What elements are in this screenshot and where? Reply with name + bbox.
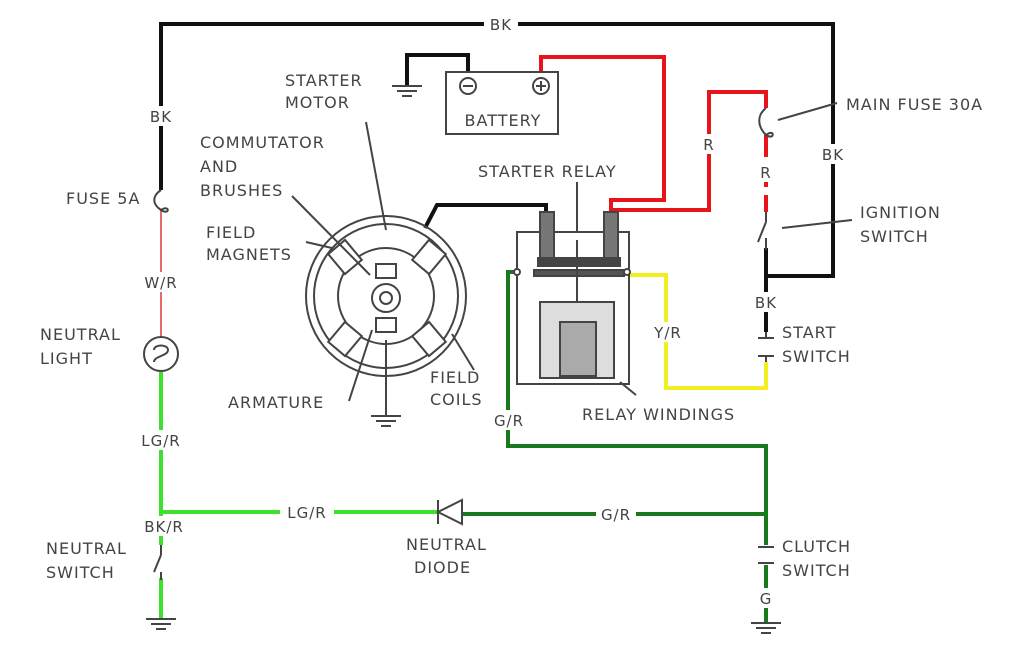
relay-core <box>559 321 597 377</box>
red-wires <box>539 55 768 215</box>
wire-label: R <box>760 164 771 182</box>
brush-icon <box>375 263 397 279</box>
relay-plunger-disc <box>533 269 625 277</box>
wire-labels: BK BK W/R LG/R BK/R LG/R G/R G/R Y/R R R… <box>136 14 849 608</box>
component-labels: STARTER MOTOR COMMUTATOR AND BRUSHES FIE… <box>40 71 983 582</box>
battery: BATTERY <box>445 71 559 135</box>
wire-label: Y/R <box>653 324 682 342</box>
wire-yr <box>625 273 768 390</box>
commutator-label: BRUSHES <box>200 181 283 200</box>
armature-icon <box>371 283 401 313</box>
armature-label: ARMATURE <box>228 393 324 412</box>
neutral-diode-icon <box>435 498 463 526</box>
neutral-light-label: NEUTRAL <box>40 325 121 344</box>
field-coil-icon <box>410 320 448 358</box>
ground-symbols <box>146 85 781 634</box>
wire-label: LG/R <box>141 432 180 450</box>
ignition-switch-icon <box>757 212 767 250</box>
neutral-light-icon <box>143 336 179 372</box>
wire-gr-relay <box>506 270 768 545</box>
clutch-switch-icon <box>758 546 774 564</box>
wire-bk-battery-ground <box>405 53 470 86</box>
relay-terminal-right <box>603 211 619 261</box>
ignition-switch-label: SWITCH <box>860 227 929 246</box>
neutral-switch-label: SWITCH <box>46 563 115 582</box>
ignition-switch-label: IGNITION <box>860 203 941 222</box>
main-fuse-label: MAIN FUSE 30A <box>846 95 983 114</box>
wire-label: G <box>760 590 773 608</box>
field-magnet-icon <box>326 238 364 276</box>
field-magnets-label: FIELD <box>206 223 256 242</box>
neutral-switch-icon <box>153 545 162 580</box>
field-coil-icon <box>326 320 364 358</box>
wire-label: LG/R <box>287 504 326 522</box>
field-magnets-label: MAGNETS <box>206 245 292 264</box>
commutator-label: COMMUTATOR <box>200 133 325 152</box>
neutral-light-label: LIGHT <box>40 349 93 368</box>
clutch-switch-label: SWITCH <box>782 561 851 580</box>
wire-r-relay-to-fuse <box>611 90 768 212</box>
wire-label: BK/R <box>144 518 184 536</box>
ground-icon <box>392 85 422 97</box>
field-coils-label: COILS <box>430 390 483 409</box>
ground-icon <box>751 622 781 634</box>
start-switch-label: START <box>782 323 836 342</box>
wire-bk-motor-to-relay <box>423 203 548 229</box>
starter-motor-label: MOTOR <box>285 93 350 112</box>
fuse-5a-label: FUSE 5A <box>66 189 140 208</box>
relay-windings-label: RELAY WINDINGS <box>582 405 735 424</box>
field-magnet-icon <box>410 238 448 276</box>
starter-motor-label: STARTER <box>285 71 363 90</box>
brush-icon <box>375 317 397 333</box>
neutral-switch-label: NEUTRAL <box>46 539 127 558</box>
relay-contact-bar <box>537 257 621 267</box>
starter-relay <box>513 211 631 385</box>
wire-label: G/R <box>601 506 631 524</box>
wire-label: W/R <box>144 274 177 292</box>
ground-icon <box>371 340 401 427</box>
wire-label: R <box>703 136 714 154</box>
starter-motor <box>305 215 467 377</box>
wire-label: BK <box>755 294 777 312</box>
neutral-diode-label: DIODE <box>414 558 471 577</box>
commutator-label: AND <box>200 157 238 176</box>
wire-label: BK <box>490 16 512 34</box>
relay-terminal-left <box>539 211 555 261</box>
wire-label: G/R <box>494 412 524 430</box>
wire-label: BK <box>822 146 844 164</box>
clutch-switch-label: CLUTCH <box>782 537 851 556</box>
fuse-5a-icon <box>153 189 169 213</box>
battery-label: BATTERY <box>465 111 542 130</box>
wire-label: BK <box>150 108 172 126</box>
field-coils-label: FIELD <box>430 368 480 387</box>
ground-icon <box>146 618 176 630</box>
starter-relay-label: STARTER RELAY <box>478 162 617 181</box>
start-switch-icon <box>758 332 774 362</box>
wire-r-battery-to-relay <box>539 55 666 215</box>
main-fuse-icon <box>758 107 774 138</box>
pointer-lines <box>291 102 853 402</box>
start-switch-label: SWITCH <box>782 347 851 366</box>
neutral-diode-label: NEUTRAL <box>406 535 487 554</box>
